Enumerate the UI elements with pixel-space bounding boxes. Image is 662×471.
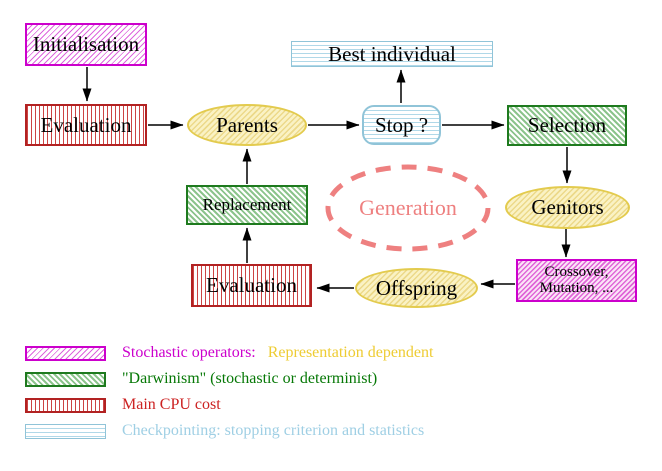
node-best-individual: Best individual (291, 41, 493, 67)
legend-row-stochastic-operators: Stochastic operators: Representation dep… (25, 344, 434, 361)
legend-swatch-darwinism (25, 371, 106, 387)
node-crossover-label-line2: Mutation, ... (539, 279, 614, 296)
node-crossover-label-line1: Crossover, (544, 263, 609, 280)
legend-label-checkpointing: Checkpointing: stopping criterion and st… (122, 422, 425, 439)
node-evaluation-bottom: Evaluation (191, 264, 312, 307)
node-evaluation-top-label: Evaluation (40, 112, 132, 137)
node-offspring-label: Offspring (375, 275, 458, 300)
legend-label-darwinism: "Darwinism" (stochastic or determinist) (122, 370, 378, 387)
legend-swatch-stochastic-operators (25, 345, 106, 361)
node-initialisation-label: Initialisation (32, 32, 140, 57)
legend-row-main-cpu-cost: Main CPU cost (25, 396, 221, 413)
node-replacement-label: Replacement (202, 195, 292, 215)
legend-label-representation-dependent: Representation dependent (267, 344, 434, 361)
node-initialisation: Initialisation (25, 23, 147, 66)
legend-label-stochastic-operators: Stochastic operators: (122, 344, 256, 361)
node-evaluation-top: Evaluation (25, 104, 147, 146)
node-best-individual-label: Best individual (328, 41, 456, 66)
legend-label-main-cpu-cost: Main CPU cost (122, 396, 221, 413)
node-parents-label: Parents (216, 112, 278, 137)
node-offspring: Offspring (355, 268, 478, 308)
node-selection: Selection (507, 105, 627, 146)
node-stop-label: Stop ? (374, 112, 429, 137)
node-genitors: Genitors (505, 186, 630, 229)
node-genitors-label: Genitors (531, 195, 604, 220)
node-stop: Stop ? (362, 105, 441, 145)
node-replacement: Replacement (186, 185, 308, 225)
legend-row-darwinism: "Darwinism" (stochastic or determinist) (25, 370, 378, 387)
legend-row-checkpointing: Checkpointing: stopping criterion and st… (25, 422, 425, 439)
node-evaluation-bottom-label: Evaluation (206, 273, 297, 298)
generation-label: Generation (325, 166, 491, 250)
node-selection-label: Selection (527, 113, 607, 138)
node-parents: Parents (187, 104, 307, 146)
node-crossover-mutation: Crossover, Mutation, ... (516, 259, 637, 302)
legend-swatch-checkpointing (25, 423, 106, 439)
generation-label-text: Generation (359, 195, 457, 220)
legend-swatch-main-cpu-cost (25, 397, 106, 413)
